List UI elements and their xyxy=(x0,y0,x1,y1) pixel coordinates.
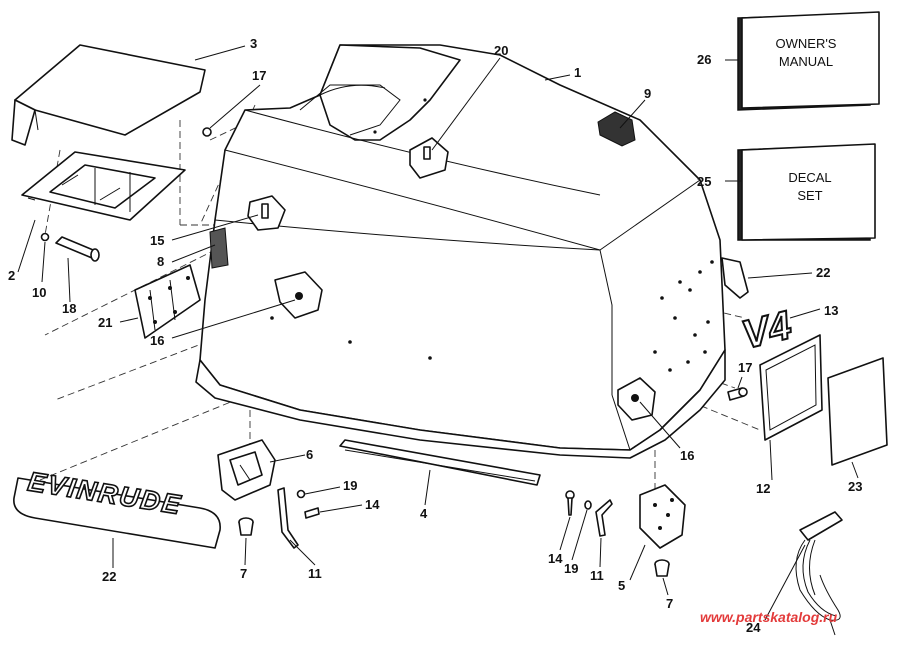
decal-set-line1: DECAL xyxy=(788,170,831,185)
latch-part-20 xyxy=(409,137,449,179)
callout-8: 8 xyxy=(157,254,164,269)
cable-part-24 xyxy=(795,511,843,636)
strap-part-11-left xyxy=(277,487,299,549)
callout-1: 1 xyxy=(574,65,581,80)
callout-14-right: 14 xyxy=(548,551,563,566)
bracket-part-5 xyxy=(639,484,686,549)
owners-manual-box: OWNER'S MANUAL xyxy=(737,11,880,111)
washer-part-19-left xyxy=(296,489,306,499)
rail-part-4 xyxy=(339,439,541,486)
owners-manual-line2: MANUAL xyxy=(779,54,833,69)
washer-part-19-right xyxy=(584,500,592,510)
callout-13: 13 xyxy=(824,303,838,318)
strap-part-11-right xyxy=(595,499,613,537)
leader-lines xyxy=(17,45,859,621)
latch-bracket-part-6 xyxy=(217,439,276,501)
callout-17-top: 17 xyxy=(252,68,266,83)
callout-18: 18 xyxy=(62,301,76,316)
callout-19-right: 19 xyxy=(564,561,578,576)
hook-part-15 xyxy=(247,195,286,231)
callout-7-right: 7 xyxy=(666,596,673,611)
callout-11-right: 11 xyxy=(590,568,604,583)
grid-frame-part-2 xyxy=(21,151,186,221)
callout-9: 9 xyxy=(644,86,651,101)
callout-10: 10 xyxy=(32,285,46,300)
screw-part-17-top xyxy=(202,127,212,137)
callout-5: 5 xyxy=(618,578,625,593)
bolt-part-14-left xyxy=(304,507,320,519)
bolt-part-14-right xyxy=(565,490,575,516)
callout-7-left: 7 xyxy=(240,566,247,581)
decal-set-line2: SET xyxy=(797,188,822,203)
v4-decal-text: V4 xyxy=(738,303,796,358)
callout-21: 21 xyxy=(98,315,112,330)
callout-23: 23 xyxy=(848,479,862,494)
callout-numbers: 3 1 17 20 9 26 25 15 8 16 21 2 10 18 22 … xyxy=(8,36,862,635)
rod-part-18 xyxy=(55,236,100,262)
bracket-part-22-right xyxy=(721,257,749,299)
grommet-part-16-right xyxy=(617,377,656,421)
callout-15: 15 xyxy=(150,233,164,248)
owners-manual-line1: OWNER'S xyxy=(776,36,837,51)
panel-part-23 xyxy=(827,357,888,466)
callout-16-right: 16 xyxy=(680,448,694,463)
callout-6: 6 xyxy=(306,447,313,462)
decal-part-13: V4 xyxy=(737,302,797,359)
callout-16-left: 16 xyxy=(150,333,164,348)
callout-3: 3 xyxy=(250,36,257,51)
callout-24: 24 xyxy=(746,620,761,635)
callout-25: 25 xyxy=(697,174,711,189)
callout-12: 12 xyxy=(756,481,770,496)
callout-11-left: 11 xyxy=(308,566,322,581)
callout-26: 26 xyxy=(697,52,711,67)
seal-part-9 xyxy=(597,111,636,147)
callout-22-bottom: 22 xyxy=(102,569,116,584)
callout-22-right: 22 xyxy=(816,265,830,280)
seal-part-8 xyxy=(209,227,229,269)
knob-part-7-right xyxy=(654,559,670,577)
engine-cover-part-1 xyxy=(195,44,726,459)
screw-part-10 xyxy=(40,232,50,242)
bolt-part-17-right xyxy=(727,387,748,401)
grommet-part-16-left xyxy=(274,271,323,319)
callout-20: 20 xyxy=(494,43,508,58)
decal-set-box: DECAL SET xyxy=(737,143,876,241)
knob-part-7-left xyxy=(238,517,254,536)
top-cap-part-3 xyxy=(11,44,206,146)
callout-2: 2 xyxy=(8,268,15,283)
callout-17-right: 17 xyxy=(738,360,752,375)
callout-4: 4 xyxy=(420,506,428,521)
panel-frame-part-12 xyxy=(759,334,823,441)
watermark-text: www.partskatalog.ru xyxy=(700,609,838,625)
bracket-part-21 xyxy=(134,264,201,339)
callout-19-left: 19 xyxy=(343,478,357,493)
callout-14-left: 14 xyxy=(365,497,380,512)
decal-part-22-evinrude: EVINRUDE xyxy=(13,466,221,549)
